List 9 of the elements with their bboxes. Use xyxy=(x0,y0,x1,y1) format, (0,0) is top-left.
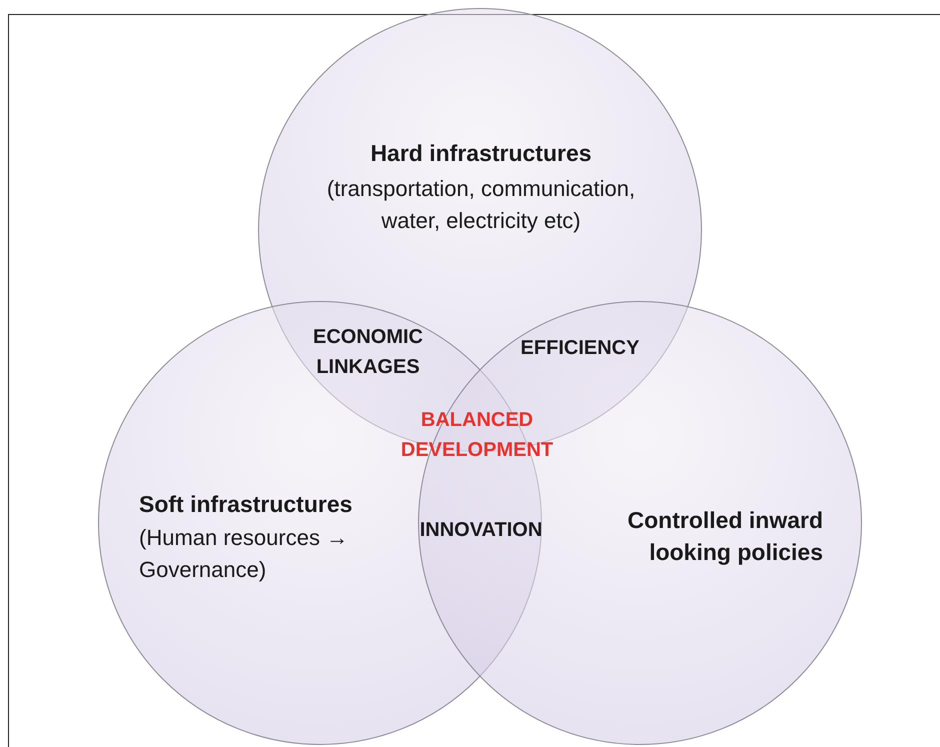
overlap-label: ECONOMIC LINKAGES xyxy=(312,325,424,380)
circle-heading: Controlled inward looking policies xyxy=(626,506,823,567)
overlap-label: INNOVATION xyxy=(418,518,544,543)
circle-description: (Human resources → Governance) xyxy=(139,524,350,584)
circle-description: (transportation, communication, water, electricity etc) xyxy=(326,175,636,235)
circle-heading: Soft infrastructures xyxy=(139,490,354,519)
overlap-label: EFFICIENCY xyxy=(520,336,640,361)
circle-heading: Hard infrastructures xyxy=(369,139,593,168)
center-overlap-label: BALANCED DEVELOPMENT xyxy=(400,408,554,463)
